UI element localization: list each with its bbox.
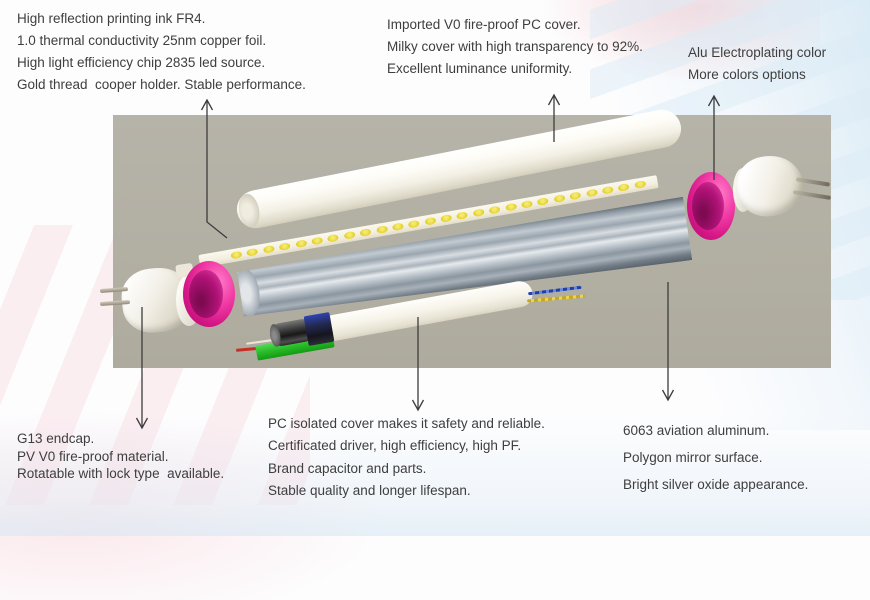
annotation-line: More colors options bbox=[688, 67, 806, 82]
annotation-line: PV V0 fire-proof material. bbox=[17, 448, 169, 464]
annotation-line: 6063 aviation aluminum. bbox=[623, 423, 770, 438]
annotation-line: Rotatable with lock type available. bbox=[17, 466, 225, 481]
led-chip bbox=[230, 250, 243, 260]
led-chip bbox=[391, 222, 404, 232]
arrowhead-down bbox=[411, 399, 425, 412]
ring-opening bbox=[692, 182, 724, 230]
annotation-line: Stable quality and longer lifespan. bbox=[268, 483, 471, 499]
led-chip bbox=[488, 205, 501, 215]
annotation-line: Bright silver oxide appearance. bbox=[623, 477, 809, 492]
led-chip bbox=[424, 216, 437, 226]
annotation-line: High reflection printing ink FR4. bbox=[17, 11, 206, 26]
annotation-bottom-left: G13 endcap. PV V0 fire-proof material. R… bbox=[17, 430, 224, 483]
arrowhead-up bbox=[547, 93, 561, 106]
annotation-line: 1.0 thermal conductivity 25nm copper foi… bbox=[17, 33, 267, 48]
annotation-line: Certificated driver, high efficiency, hi… bbox=[268, 438, 522, 454]
annotation-line: Imported V0 fire-proof PC cover. bbox=[387, 17, 581, 32]
led-chip bbox=[262, 244, 275, 254]
arrowhead-up bbox=[200, 98, 214, 111]
annotation-line: Alu Electroplating color bbox=[688, 45, 827, 60]
led-chip bbox=[246, 247, 259, 257]
ring-opening bbox=[189, 270, 223, 318]
led-chip bbox=[634, 180, 647, 189]
annotation-line: Excellent luminance uniformity. bbox=[387, 61, 573, 76]
led-chip bbox=[617, 183, 630, 192]
annotation-line: High light efficiency chip 2835 led sour… bbox=[17, 55, 266, 70]
electroplated-ring-right bbox=[687, 172, 735, 240]
driver-component bbox=[303, 311, 335, 347]
annotation-line: Milky cover with high transparency to 92… bbox=[387, 39, 643, 54]
annotation-line: Gold thread cooper holder. Stable perfor… bbox=[17, 77, 306, 92]
led-chip bbox=[585, 188, 598, 198]
led-chip bbox=[569, 191, 582, 201]
led-chip bbox=[375, 225, 388, 235]
led-chip bbox=[359, 228, 372, 237]
annotation-bottom-right: 6063 aviation aluminum. Polygon mirror s… bbox=[623, 417, 808, 498]
annotation-line: Brand capacitor and parts. bbox=[268, 460, 427, 476]
led-chip bbox=[343, 230, 356, 240]
led-chip bbox=[311, 236, 324, 246]
annotation-top-middle: Imported V0 fire-proof PC cover. Milky c… bbox=[387, 14, 643, 80]
led-chip bbox=[327, 233, 340, 243]
arrowhead-up bbox=[707, 94, 721, 107]
led-chip bbox=[294, 239, 308, 249]
led-chip bbox=[553, 194, 566, 204]
led-chip bbox=[504, 202, 517, 212]
arrowhead-down bbox=[661, 389, 675, 402]
annotation-top-left: High reflection printing ink FR4. 1.0 th… bbox=[17, 8, 306, 96]
electroplated-ring-left bbox=[183, 261, 235, 327]
led-chip bbox=[472, 208, 485, 218]
annotation-line: G13 endcap. bbox=[17, 431, 95, 446]
led-chip bbox=[440, 213, 453, 223]
annotation-line: PC isolated cover makes it safety and re… bbox=[268, 416, 545, 431]
led-chip bbox=[456, 211, 469, 220]
led-chip bbox=[601, 185, 614, 195]
led-chip bbox=[521, 199, 534, 209]
annotation-top-right: Alu Electroplating color More colors opt… bbox=[688, 42, 826, 86]
led-chip bbox=[407, 219, 421, 229]
led-chip bbox=[537, 197, 550, 206]
annotation-line: Polygon mirror surface. bbox=[623, 450, 763, 465]
annotation-bottom-middle: PC isolated cover makes it safety and re… bbox=[268, 413, 545, 503]
led-chip bbox=[278, 242, 291, 251]
arrowhead-down bbox=[135, 417, 149, 430]
